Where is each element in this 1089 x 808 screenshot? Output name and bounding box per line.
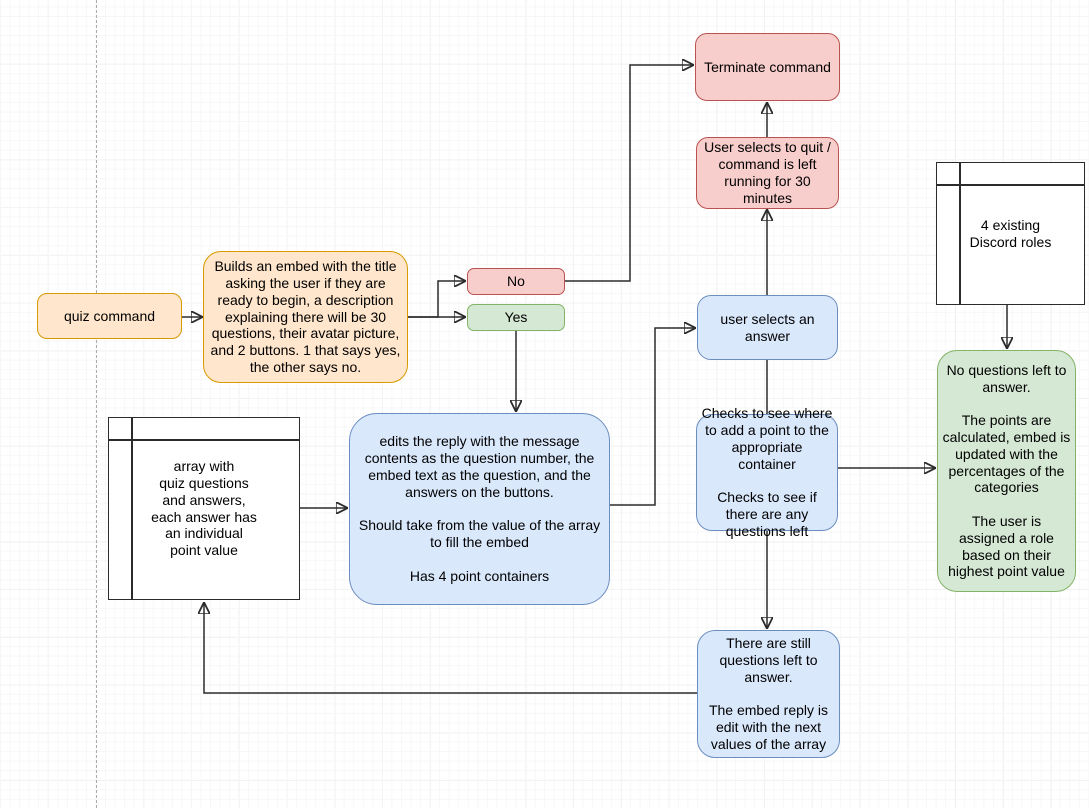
node-edits-reply-label: edits the reply with the message content…: [358, 433, 601, 584]
node-user-quits-label: User selects to quit / command is left r…: [704, 139, 831, 206]
node-edits-reply[interactable]: edits the reply with the message content…: [349, 413, 610, 605]
node-builds-embed[interactable]: Builds an embed with the title asking th…: [203, 251, 408, 383]
edge-edits-to-userselects[interactable]: [610, 328, 694, 506]
edge-builds-to-no[interactable]: [408, 281, 464, 318]
node-quiz-command[interactable]: quiz command: [37, 293, 182, 339]
node-quiz-array[interactable]: array with quiz questions and answers, e…: [108, 417, 300, 600]
node-checks-point[interactable]: Checks to see where to add a point to th…: [696, 405, 838, 539]
storage-top-line: [109, 439, 299, 441]
node-user-selects-answer-label: user selects an answer: [720, 310, 815, 344]
node-terminate-command-label: Terminate command: [704, 58, 831, 75]
node-checks-point-label: Checks to see where to add a point to th…: [701, 405, 833, 539]
node-no[interactable]: No: [467, 268, 565, 295]
node-no-questions-left[interactable]: No questions left to answer. The points …: [937, 350, 1076, 592]
node-user-selects-answer[interactable]: user selects an answer: [697, 295, 838, 360]
node-no-label: No: [507, 273, 525, 290]
storage-top-line: [937, 184, 1084, 186]
edge-stillquestions-to-array[interactable]: [204, 604, 697, 694]
node-yes-label: Yes: [504, 309, 528, 326]
node-discord-roles-label: 4 existing Discord roles: [969, 216, 1052, 250]
node-quiz-array-label: array with quiz questions and answers, e…: [151, 458, 257, 559]
storage-left-line: [131, 418, 133, 599]
node-quiz-command-label: quiz command: [63, 307, 156, 324]
edge-no-to-terminate[interactable]: [565, 65, 692, 282]
node-discord-roles[interactable]: 4 existing Discord roles: [936, 162, 1085, 305]
node-user-quits[interactable]: User selects to quit / command is left r…: [696, 137, 839, 209]
storage-left-line: [959, 163, 961, 304]
page-boundary-line: [96, 0, 97, 808]
node-terminate-command[interactable]: Terminate command: [695, 33, 840, 101]
node-still-questions-label: There are still questions left to answer…: [708, 635, 829, 752]
node-still-questions[interactable]: There are still questions left to answer…: [697, 630, 840, 758]
node-no-questions-left-label: No questions left to answer. The points …: [942, 361, 1071, 580]
node-yes[interactable]: Yes: [467, 304, 565, 331]
node-builds-embed-label: Builds an embed with the title asking th…: [210, 258, 401, 375]
